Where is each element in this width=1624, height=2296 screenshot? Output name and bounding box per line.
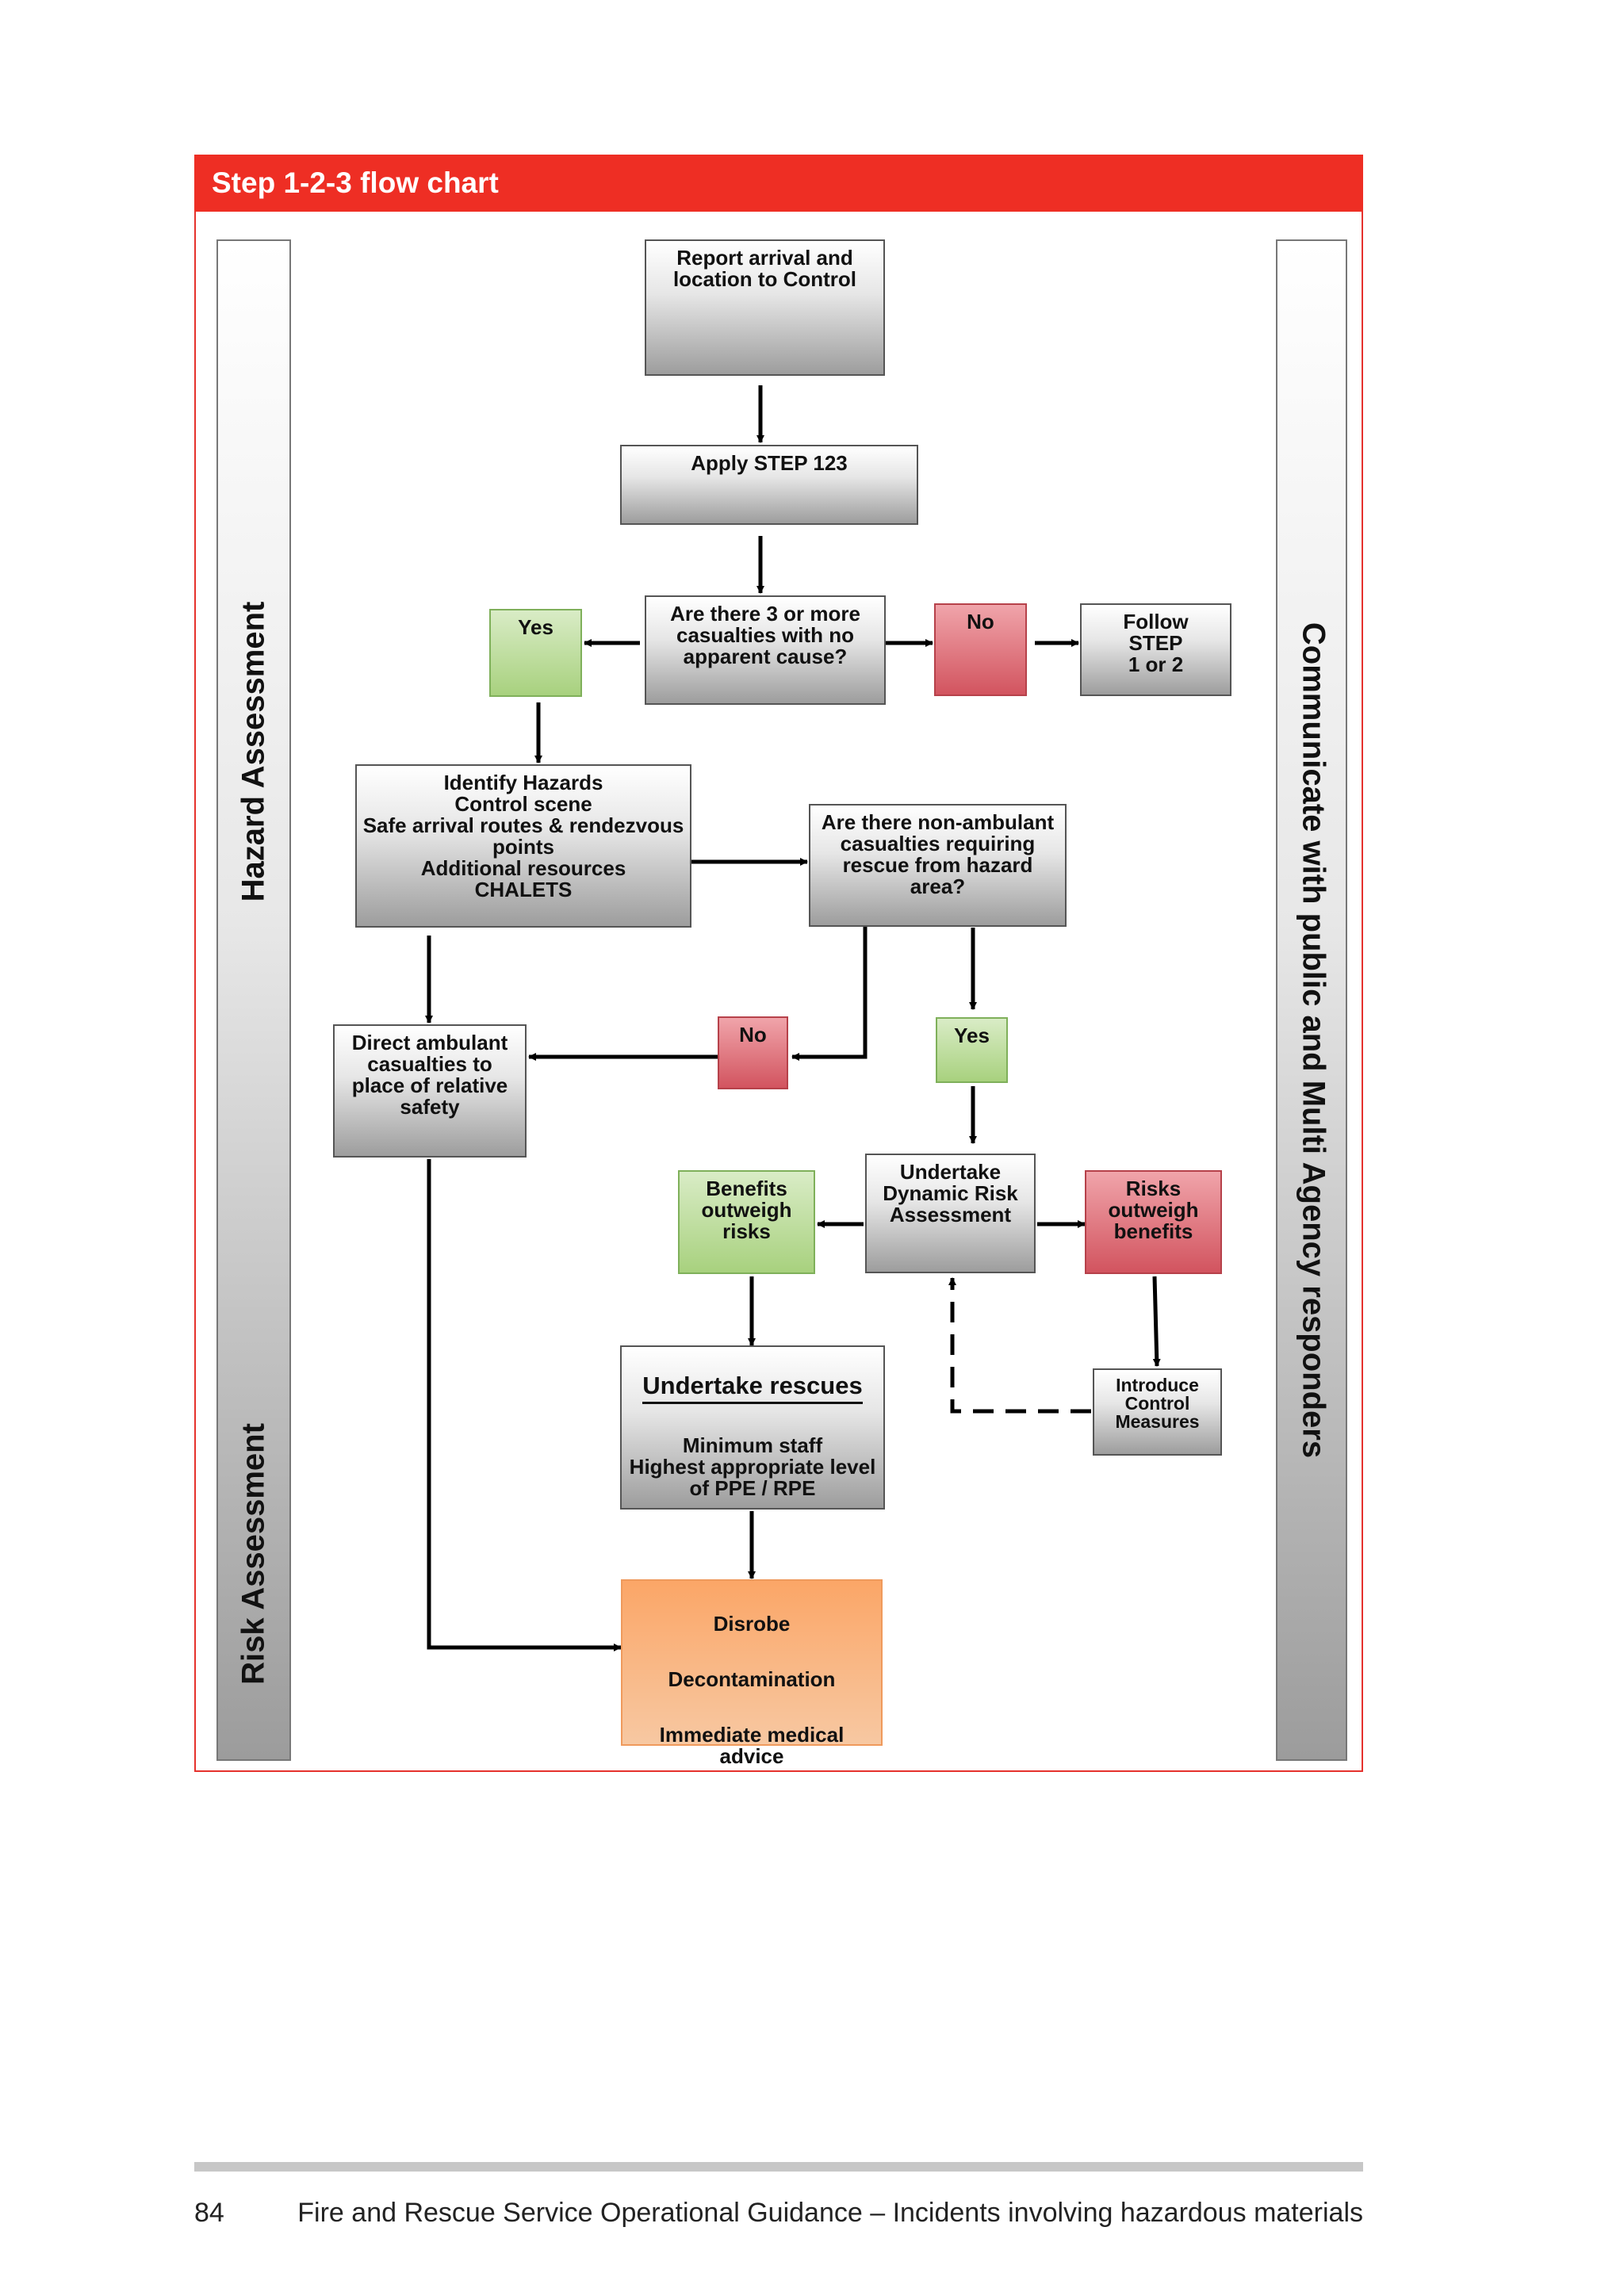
disrobe-text: Disrobe: [713, 1612, 791, 1636]
left-side-bar: [216, 239, 291, 1761]
question-three-casualties: Are there 3 or more casualties with no a…: [645, 595, 886, 705]
yes-decision-1: Yes: [489, 609, 582, 697]
dynamic-risk-assessment-box: Undertake Dynamic Risk Assessment: [865, 1154, 1036, 1273]
page-number: 84: [194, 2198, 224, 2228]
arrow-introduce-to-dra-dashed: [948, 1277, 1091, 1414]
arrow-question2-to-no: [791, 927, 868, 1061]
medical-advice-text: Immediate medical advice: [659, 1723, 845, 1768]
identify-hazards-box: Identify Hazards Control scene Safe arri…: [355, 764, 691, 928]
yes-decision-2: Yes: [936, 1017, 1008, 1083]
arrow-direct-to-final: [427, 1159, 622, 1651]
report-arrival-box: Report arrival and location to Control: [645, 239, 885, 376]
follow-step-box: Follow STEP 1 or 2: [1080, 603, 1231, 696]
no-decision-1: No: [934, 603, 1027, 696]
no-decision-2: No: [718, 1016, 788, 1089]
risks-outweigh-benefits: Risks outweigh benefits: [1085, 1170, 1222, 1274]
undertake-rescues-body: Minimum staff Highest appropriate level …: [629, 1433, 876, 1500]
benefits-outweigh-risks: Benefits outweigh risks: [678, 1170, 815, 1274]
disrobe-decontamination-box: Disrobe Decontamination Immediate medica…: [621, 1579, 883, 1767]
right-side-bar: [1276, 239, 1347, 1761]
arrow-risks-to-introduce: [1152, 1276, 1161, 1367]
direct-ambulant-box: Direct ambulant casualties to place of r…: [333, 1024, 527, 1158]
apply-step-box: Apply STEP 123: [620, 445, 918, 525]
decontamination-text: Decontamination: [668, 1667, 836, 1691]
undertake-rescues-title: Undertake rescues: [642, 1372, 863, 1404]
introduce-control-measures: Introduce Control Measures: [1093, 1368, 1222, 1456]
footer-text: Fire and Rescue Service Operational Guid…: [297, 2198, 1363, 2228]
question-non-ambulant: Are there non-ambulant casualties requir…: [809, 804, 1067, 927]
flowchart-title: Step 1-2-3 flow chart: [194, 155, 1363, 212]
undertake-rescues-box: Undertake rescues Minimum staff Highest …: [620, 1345, 885, 1510]
footer-rule: [194, 2162, 1363, 2172]
